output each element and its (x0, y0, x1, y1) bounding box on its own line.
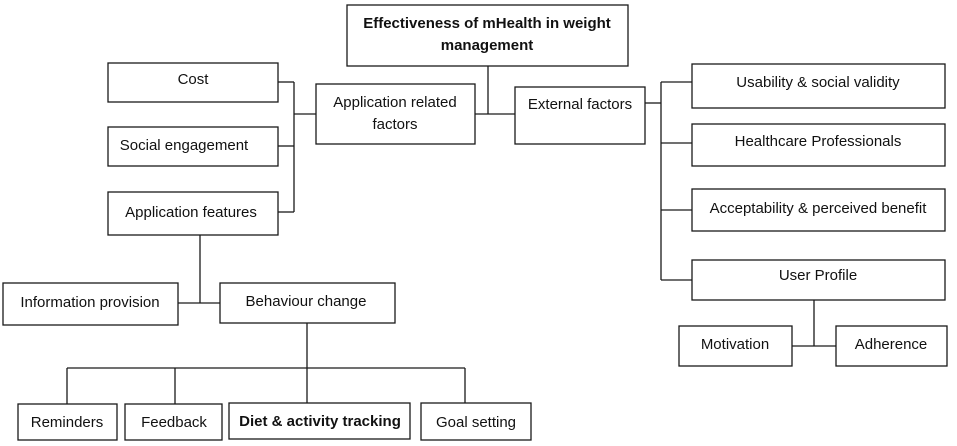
node-hcp: Healthcare Professionals (691, 123, 946, 167)
connectors (66, 66, 836, 404)
node-profile: User Profile (691, 259, 946, 301)
node-usability: Usability & social validity (691, 63, 946, 109)
node-behaviour: Behaviour change (219, 282, 396, 324)
node-adherence-label: Adherence (855, 336, 928, 353)
node-feedback-label: Feedback (141, 414, 207, 431)
node-feedback: Feedback (124, 403, 223, 441)
node-app-factors: Application related factors (315, 83, 476, 145)
node-motivation-label: Motivation (701, 336, 769, 353)
node-root-line1: Effectiveness of mHealth in weight (363, 15, 611, 32)
node-ext-factors: External factors (514, 86, 646, 145)
node-root-line2: management (441, 37, 534, 54)
node-features-label: Application features (125, 204, 257, 221)
node-cost: Cost (107, 62, 279, 103)
node-reminders: Reminders (17, 403, 118, 441)
node-behaviour-label: Behaviour change (246, 293, 367, 310)
node-social: Social engagement (107, 126, 279, 167)
node-cost-label: Cost (178, 71, 210, 88)
node-app-factors-line1: Application related (333, 94, 456, 111)
node-accept-label: Acceptability & perceived benefit (710, 200, 928, 217)
node-root: Effectiveness of mHealth in weight manag… (346, 4, 629, 67)
node-hcp-label: Healthcare Professionals (735, 133, 902, 150)
node-goal: Goal setting (420, 402, 532, 441)
node-ext-factors-line1: External factors (528, 96, 632, 113)
node-diet-label: Diet & activity tracking (239, 413, 401, 430)
node-profile-label: User Profile (779, 267, 857, 284)
node-adherence: Adherence (835, 325, 948, 367)
node-info: Information provision (2, 282, 179, 326)
node-diet: Diet & activity tracking (228, 402, 411, 440)
node-motivation: Motivation (678, 325, 793, 367)
node-app-factors-line2: factors (372, 116, 417, 133)
node-reminders-label: Reminders (31, 414, 104, 431)
node-goal-label: Goal setting (436, 414, 516, 431)
node-social-label: Social engagement (120, 137, 249, 154)
node-accept: Acceptability & perceived benefit (691, 188, 946, 232)
node-features: Application features (107, 191, 279, 236)
node-usability-label: Usability & social validity (736, 74, 900, 91)
node-info-label: Information provision (20, 294, 159, 311)
